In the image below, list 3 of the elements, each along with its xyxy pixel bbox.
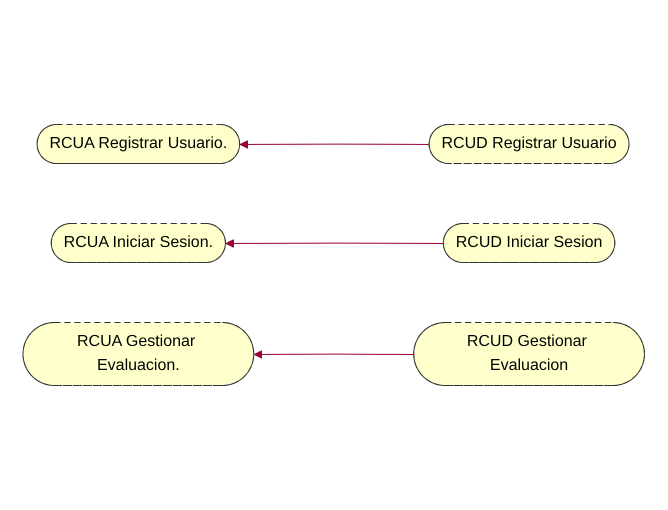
arrow <box>254 350 415 359</box>
arrow <box>240 140 430 149</box>
arrow <box>226 239 445 248</box>
